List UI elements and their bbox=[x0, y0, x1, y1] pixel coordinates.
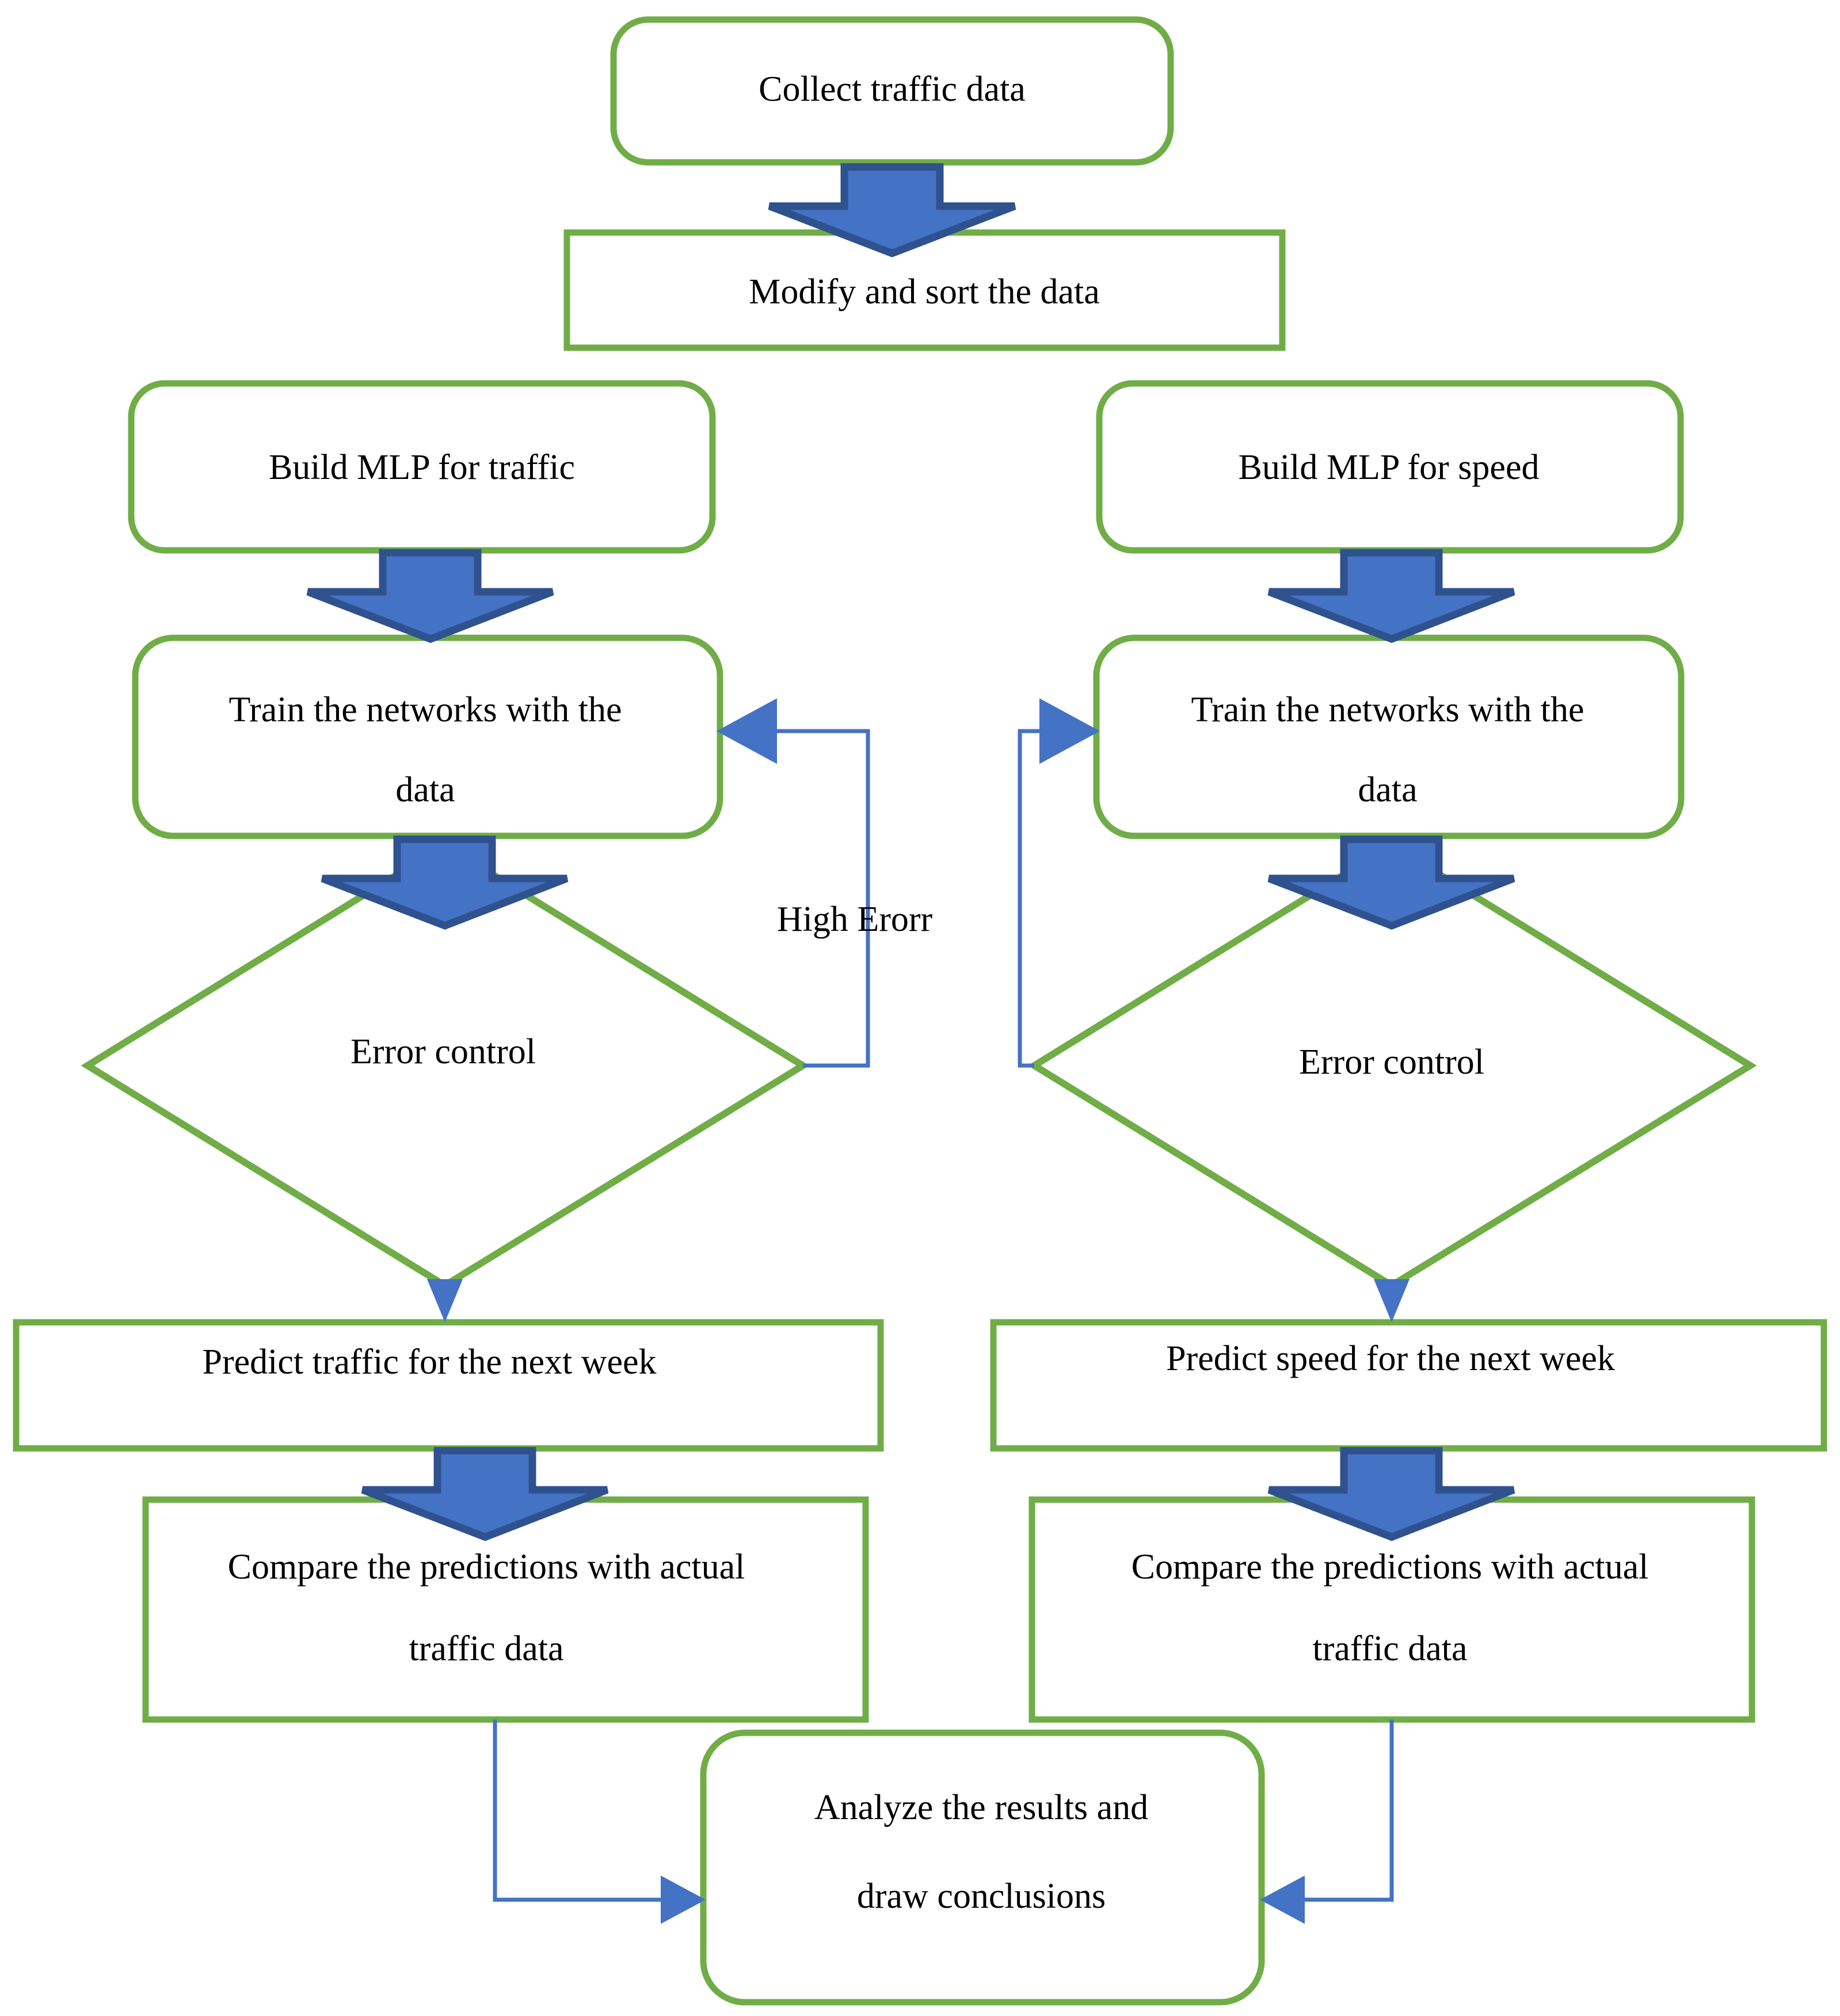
node-analyze-results[interactable] bbox=[700, 1729, 1265, 2006]
arrowhead-compare-left-to-analyze bbox=[661, 1876, 706, 1924]
arrowhead-error-left-to-predict bbox=[427, 1279, 463, 1322]
node-modify-sort-data[interactable] bbox=[563, 229, 1286, 351]
block-arrow-collect-to-modify bbox=[768, 163, 1016, 257]
connector-compare-left-to-analyze bbox=[493, 1720, 671, 1902]
node-collect-traffic-data[interactable] bbox=[610, 16, 1174, 166]
block-arrow-train-to-error-left bbox=[321, 835, 569, 930]
label-train-networks-left-line2: data bbox=[395, 770, 455, 809]
block-arrow-predict-to-compare-right bbox=[1267, 1447, 1515, 1541]
block-arrow-build-traffic-to-train bbox=[306, 549, 554, 643]
node-predict-traffic[interactable] bbox=[13, 1319, 884, 1452]
label-analyze-line2: draw conclusions bbox=[857, 1877, 1106, 1916]
label-collect-traffic-data: Collect traffic data bbox=[759, 70, 1026, 109]
label-error-control-right: Error control bbox=[1299, 1043, 1484, 1082]
label-error-control-left: Error control bbox=[351, 1032, 536, 1071]
label-high-error: High Erorr bbox=[777, 900, 933, 939]
connector-compare-right-to-analyze bbox=[1295, 1720, 1394, 1902]
block-arrow-build-speed-to-train bbox=[1267, 549, 1515, 643]
label-train-networks-right-line2: data bbox=[1358, 770, 1417, 809]
label-build-mlp-speed: Build MLP for speed bbox=[1239, 448, 1540, 487]
arrowhead-high-error-left bbox=[717, 698, 777, 764]
arrowhead-error-right-to-predict bbox=[1374, 1279, 1409, 1322]
label-compare-left-line1: Compare the predictions with actual bbox=[228, 1547, 745, 1587]
label-analyze-line1: Analyze the results and bbox=[814, 1788, 1148, 1827]
node-compare-predictions-left[interactable] bbox=[142, 1496, 869, 1723]
arrowhead-high-error-right bbox=[1039, 698, 1100, 764]
connector-high-error-right bbox=[1018, 729, 1045, 1068]
connector-high-error-left bbox=[774, 729, 870, 1068]
label-train-networks-left-line1: Train the networks with the bbox=[228, 690, 622, 729]
label-predict-speed: Predict speed for the next week bbox=[1166, 1339, 1615, 1378]
label-modify-sort-data: Modify and sort the data bbox=[749, 272, 1100, 311]
block-arrow-train-to-error-right bbox=[1267, 835, 1515, 930]
label-compare-right-line2: traffic data bbox=[1312, 1629, 1467, 1668]
label-compare-right-line1: Compare the predictions with actual bbox=[1132, 1547, 1649, 1587]
label-compare-left-line2: traffic data bbox=[409, 1629, 563, 1668]
arrowhead-compare-right-to-analyze bbox=[1260, 1876, 1305, 1924]
label-train-networks-right-line1: Train the networks with the bbox=[1191, 690, 1584, 729]
block-arrow-predict-to-compare-left bbox=[361, 1447, 609, 1541]
label-predict-traffic: Predict traffic for the next week bbox=[202, 1342, 656, 1382]
node-predict-speed[interactable] bbox=[990, 1319, 1827, 1452]
label-build-mlp-traffic: Build MLP for traffic bbox=[269, 448, 575, 487]
